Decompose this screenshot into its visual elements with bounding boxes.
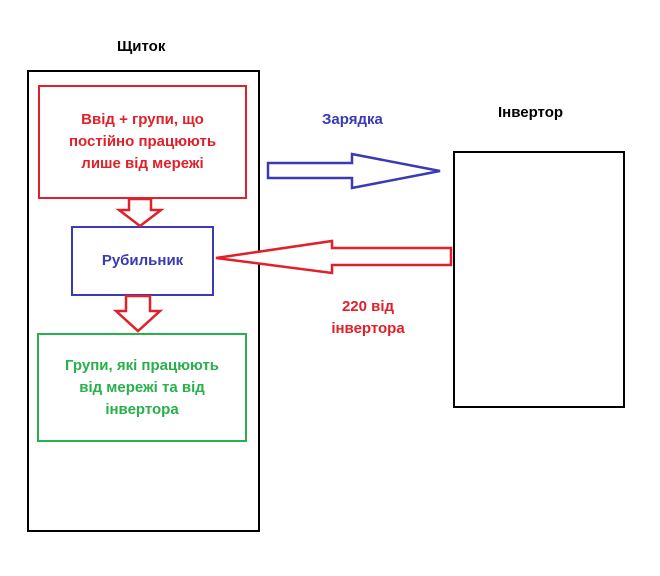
inverter-groups-box: Групи, які працюють від мережі та від ін…: [37, 333, 247, 442]
arrow-inverter-output: [215, 239, 453, 275]
inverter-frame: [453, 151, 625, 408]
switch-label: Рубильник: [101, 252, 184, 269]
inverter-groups-line-1: Групи, які працюють: [64, 356, 220, 374]
arrow-input-to-switch: [115, 197, 165, 228]
input-groups-line-2: постійно працюють: [68, 133, 217, 150]
input-groups-line-1: Ввід + групи, що: [81, 111, 204, 128]
arrow-switch-to-groups: [112, 294, 164, 333]
inverter-groups-line-3: інвертора: [105, 400, 179, 418]
output-label-line-1: 220 від: [341, 298, 395, 315]
output-label: 220 від інвертора: [318, 296, 418, 340]
arrow-charging: [266, 152, 441, 190]
inverter-title: Інвертор: [498, 104, 564, 121]
output-label-line-2: інвертора: [331, 320, 405, 337]
inverter-groups-line-2: від мережі та від: [79, 378, 205, 396]
charging-label: Зарядка: [322, 111, 383, 128]
panel-title: Щиток: [117, 38, 166, 55]
input-groups-line-3: лише від мережі: [81, 155, 204, 172]
panel-frame: [27, 70, 260, 532]
